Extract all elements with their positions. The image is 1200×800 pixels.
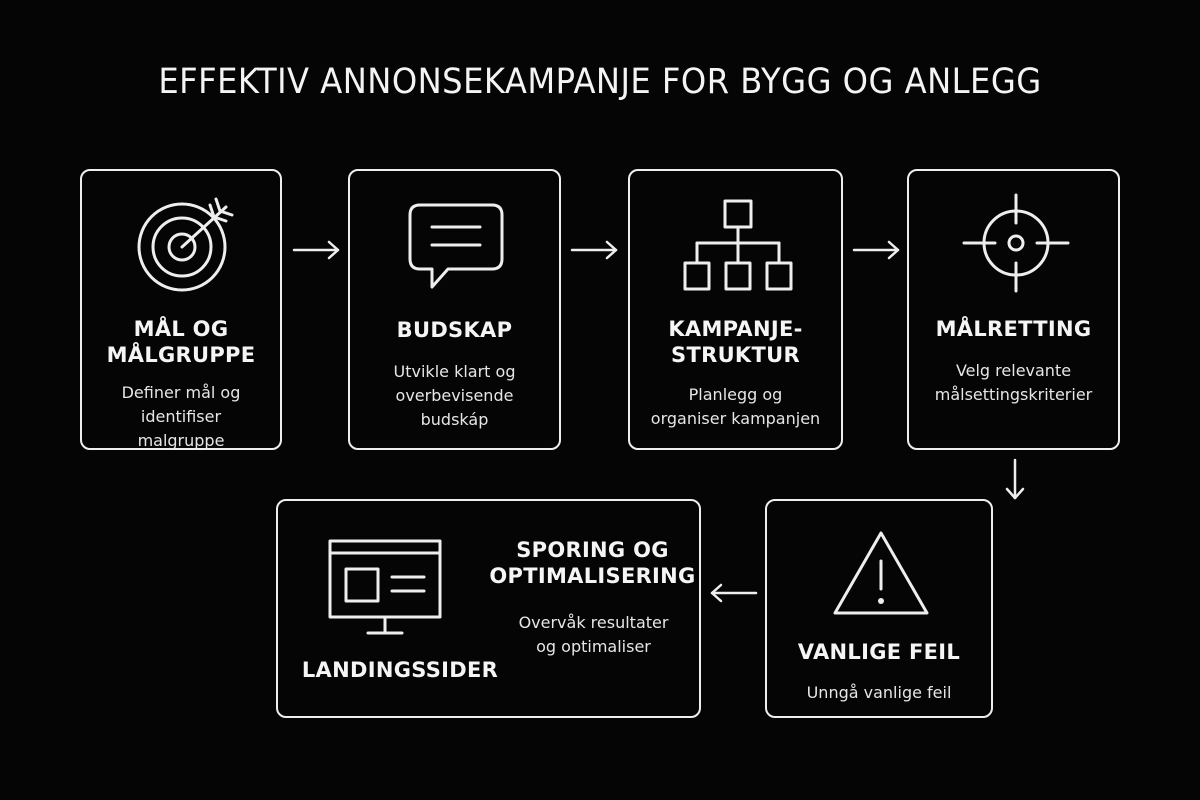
step-heading: KAMPANJE- STRUKTUR bbox=[668, 317, 803, 367]
arrow-right-icon bbox=[852, 240, 900, 260]
step-card-tracking-landing: SPORING OG OPTIMALISERING Overvåk result… bbox=[276, 499, 701, 718]
step-card-common-mistakes: VANLIGE FEIL Unngå vanlige feil bbox=[765, 499, 993, 718]
step-card-goals-audience: MÅL OG MÅLGRUPPE Definer mål og identifi… bbox=[80, 169, 282, 450]
speech-bubble-icon bbox=[408, 203, 504, 289]
step-card-message: BUDSKAP Utvikle klart og overbevisende b… bbox=[348, 169, 561, 450]
monitor-icon bbox=[328, 539, 442, 635]
step-heading: VANLIGE FEIL bbox=[797, 640, 961, 664]
target-arrow-icon bbox=[137, 197, 234, 292]
hierarchy-icon bbox=[683, 199, 793, 291]
step-card-targeting: MÅLRETTING Velg relevante målsettingskri… bbox=[907, 169, 1120, 450]
step-heading: MÅL OG MÅLGRUPPE bbox=[106, 317, 256, 367]
step-description: Utvikle klart og overbevisende budskáp bbox=[393, 362, 516, 429]
step-description: Overvåk resultater og optimaliser bbox=[518, 613, 669, 656]
step-card-campaign-structure: KAMPANJE- STRUKTUR Planlegg og organiser… bbox=[628, 169, 843, 450]
arrow-right-icon bbox=[292, 240, 340, 260]
diagram-title: EFFEKTIV ANNONSEKAMPANJE FOR BYGG OG ANL… bbox=[158, 62, 1042, 102]
landing-pages-label: LANDINGSSIDER bbox=[301, 658, 499, 682]
warning-icon bbox=[833, 531, 929, 615]
step-description: Planlegg og organiser kampanjen bbox=[650, 385, 821, 428]
arrow-down-icon bbox=[1005, 458, 1025, 500]
step-description: Velg relevante målsettingskriterier bbox=[934, 361, 1093, 404]
step-heading: SPORING OG OPTIMALISERING bbox=[489, 538, 696, 588]
crosshair-icon bbox=[962, 193, 1070, 293]
step-description: Definer mål og identifiser malgruppe bbox=[121, 383, 241, 450]
step-description: Unngå vanlige feil bbox=[806, 683, 952, 702]
step-heading: MÅLRETTING bbox=[935, 317, 1092, 341]
step-heading: BUDSKAP bbox=[396, 318, 513, 342]
arrow-right-icon bbox=[570, 240, 618, 260]
arrow-left-icon bbox=[710, 583, 758, 603]
